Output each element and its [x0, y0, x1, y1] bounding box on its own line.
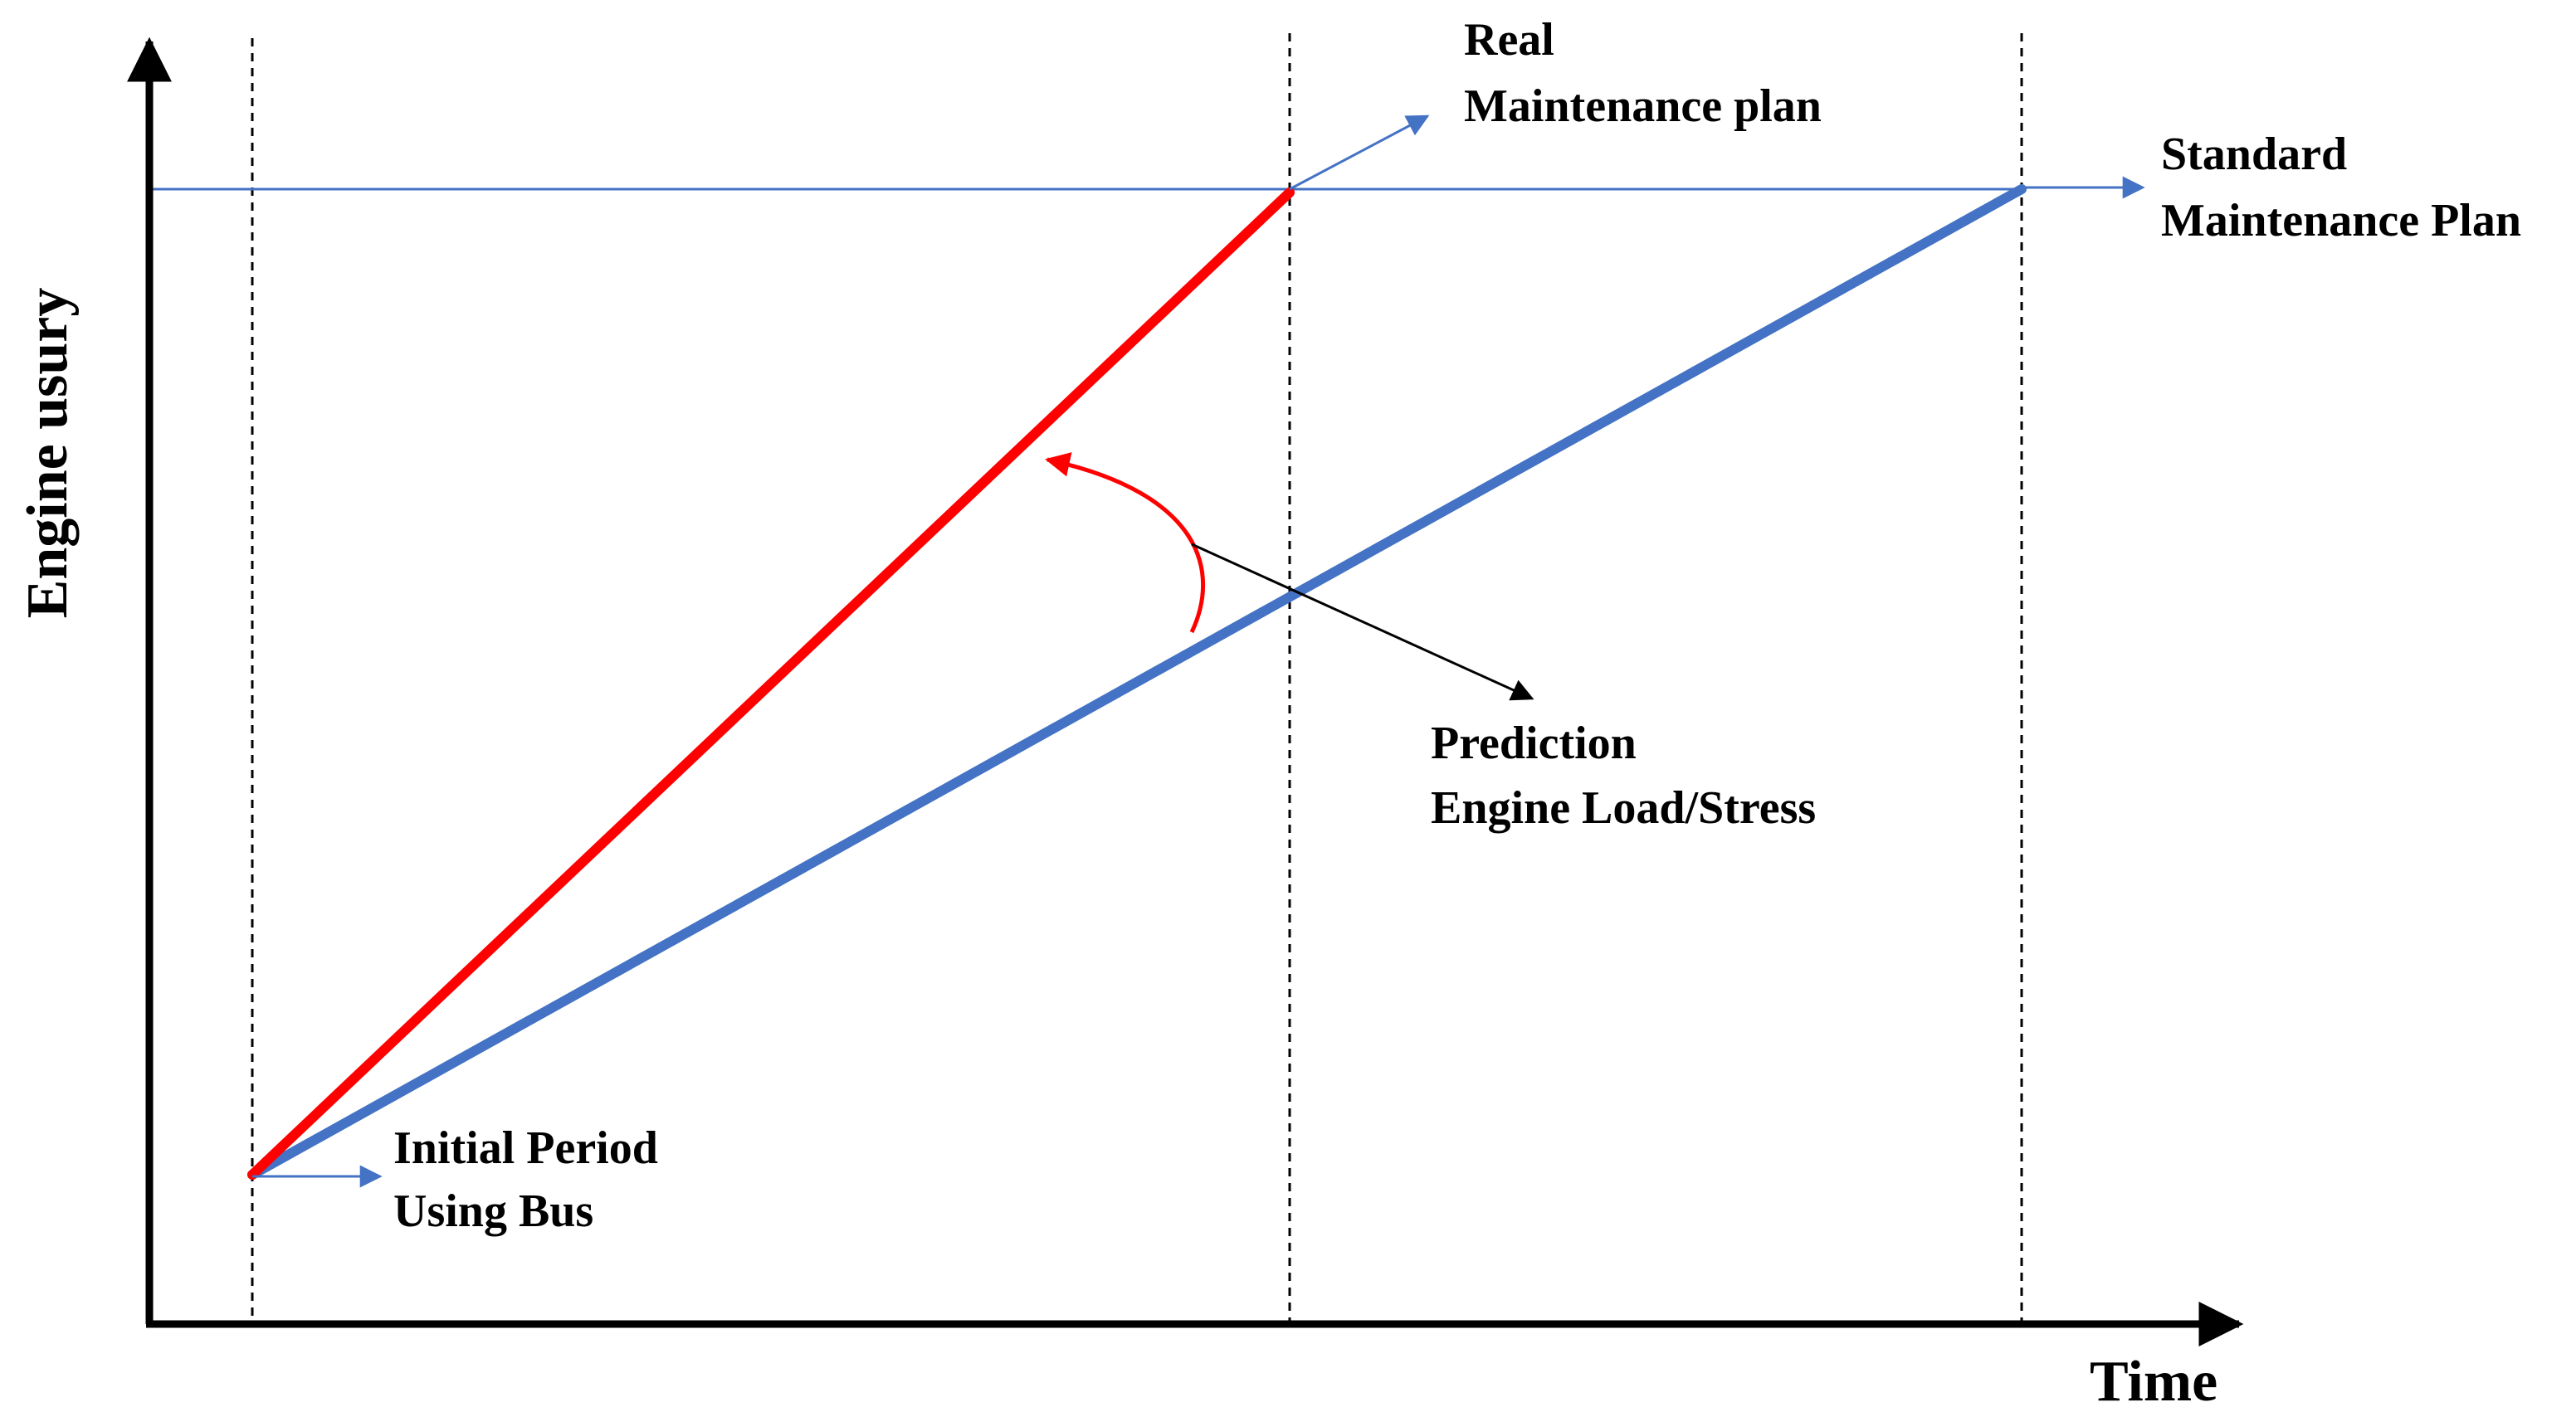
standard-wear-line — [247, 184, 2027, 1180]
real-wear-line — [247, 187, 1295, 1180]
standard-label-line1: Standard — [2161, 129, 2347, 180]
prediction-callout-arrow — [1191, 543, 1534, 701]
standard-label-line2: Maintenance Plan — [2161, 195, 2521, 246]
real-callout-arrow — [1289, 114, 1430, 191]
real-label-line2: Maintenance plan — [1464, 80, 1822, 132]
prediction-label-line1: Prediction — [1431, 718, 1637, 769]
initial-label-line1: Initial Period — [393, 1122, 658, 1174]
x-axis-label: Time — [2090, 1350, 2217, 1412]
initial-label-line2: Using Bus — [393, 1186, 593, 1237]
y-axis-label: Engine usury — [16, 288, 80, 619]
real-label-line1: Real — [1464, 14, 1554, 66]
load-shift-arrow — [1045, 452, 1206, 634]
prediction-label-line2: Engine Load/Stress — [1431, 782, 1816, 834]
